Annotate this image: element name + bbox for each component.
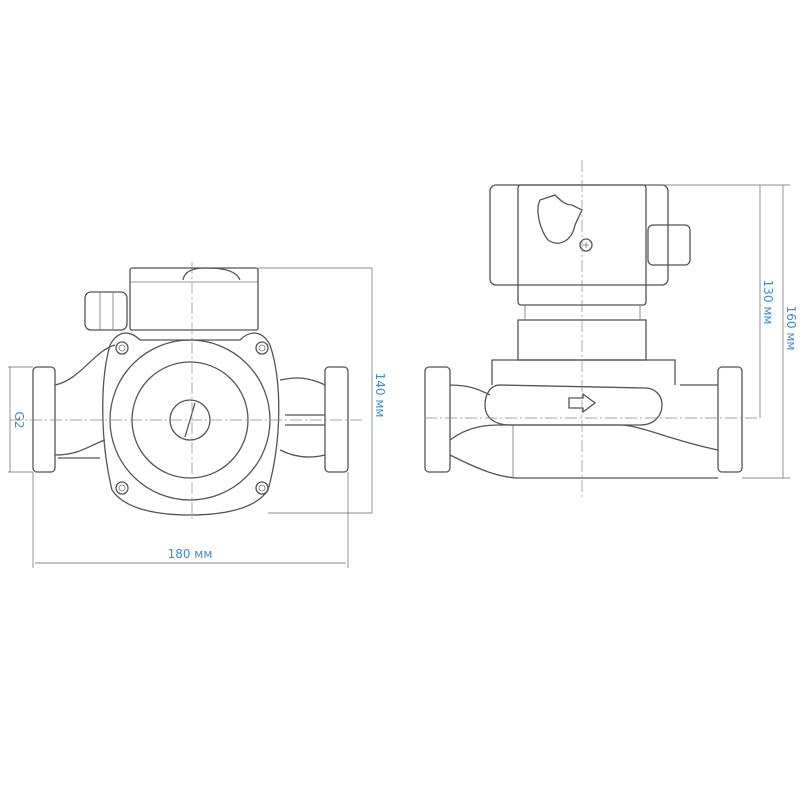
- cable-gland: [84, 291, 128, 331]
- side-dimensions: [600, 184, 790, 479]
- speed-selector-knob: [537, 194, 583, 244]
- plus-screw-icon: [579, 238, 593, 252]
- outlet-pipe: [279, 377, 326, 458]
- cable-gland-side: [647, 224, 691, 266]
- thread-size-label: G2: [12, 412, 26, 429]
- motor-flange: [491, 359, 676, 385]
- height-140-label: 140 мм: [373, 373, 387, 418]
- inlet-flange-side: [424, 366, 451, 473]
- pump-front-view: [10, 262, 362, 520]
- inlet-flange: [32, 366, 56, 473]
- outlet-flange-side: [717, 366, 743, 473]
- volute: [484, 384, 663, 426]
- terminal-cap: [182, 267, 241, 281]
- front-dimensions: [8, 267, 373, 568]
- motor-housing: [489, 184, 669, 286]
- housing-bolts: [115, 341, 269, 495]
- pump-body-side: [449, 384, 719, 479]
- pump-side-view: [424, 160, 760, 500]
- total-height-160-label: 160 мм: [784, 306, 798, 351]
- pump-housing: [102, 332, 280, 516]
- flow-direction-arrow-icon: [568, 392, 597, 414]
- outlet-flange: [324, 366, 349, 473]
- terminal-box: [129, 267, 259, 331]
- axis-height-130-label: 130 мм: [761, 280, 775, 325]
- width-180-label: 180 мм: [168, 547, 213, 561]
